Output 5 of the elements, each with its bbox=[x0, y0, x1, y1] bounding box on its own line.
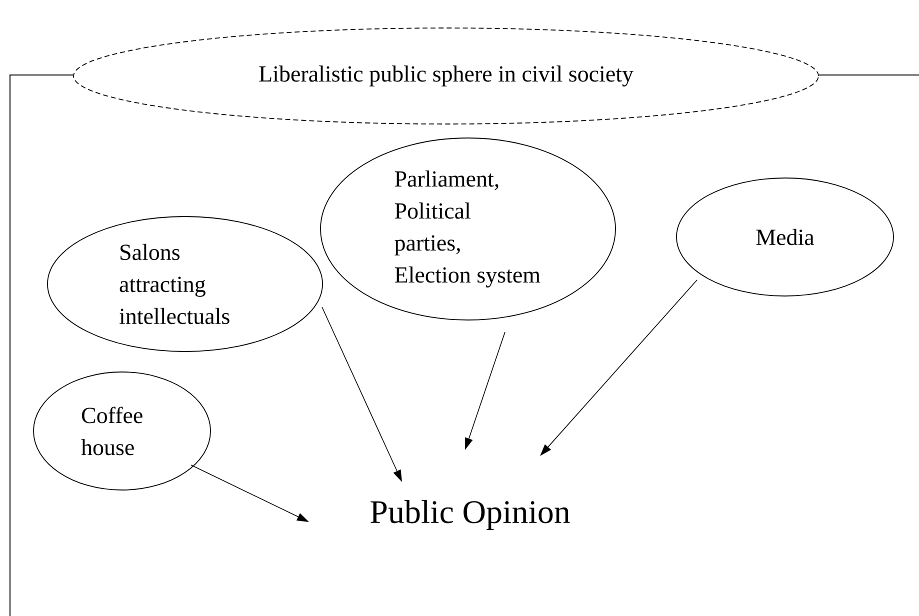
heading-text: Public Opinion bbox=[370, 500, 570, 530]
ellipse-node: Parliament, Political parties, Election system bbox=[320, 138, 616, 320]
ellipse-node: Coffee house bbox=[33, 372, 211, 490]
ellipse-node: Media bbox=[676, 178, 894, 296]
ellipse-node: Salons attracting intellectuals bbox=[47, 216, 323, 352]
